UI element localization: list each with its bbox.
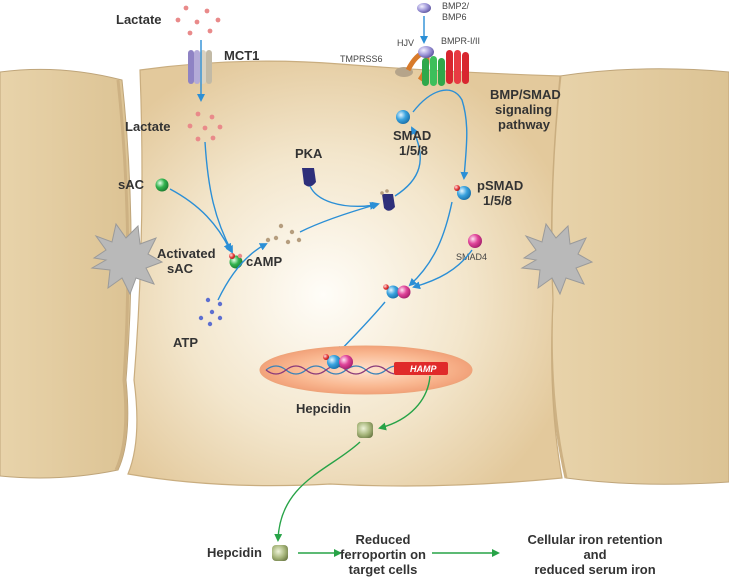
bmpr-label: BMPR-I/II xyxy=(441,36,480,46)
mct1-transporter-icon xyxy=(188,50,212,84)
right-star-shape xyxy=(520,222,594,296)
extracellular-lactate-dots xyxy=(175,5,221,36)
atp-dots xyxy=(198,297,223,327)
camp-dots xyxy=(265,223,302,245)
smad4-to-complex-arrow xyxy=(412,249,473,290)
hepcidin-secretion-arrow xyxy=(274,441,361,542)
receptor-to-psmad-arrow xyxy=(412,89,469,180)
lactate-extracellular-label: Lactate xyxy=(116,12,162,27)
left-neighbor-cell xyxy=(0,68,132,479)
sac-activation-arrow xyxy=(169,188,232,252)
pka-inactive-icon xyxy=(302,168,316,187)
pka-active-icon xyxy=(380,189,395,211)
pathway-label-line1: BMP/SMAD xyxy=(490,87,561,102)
activated-sac-label-line1: Activated xyxy=(157,246,216,261)
bmp-ligand-icon xyxy=(417,3,431,13)
camp-label: cAMP xyxy=(246,254,282,269)
bmp-label-line2: BMP6 xyxy=(442,12,467,22)
activated-sac-label-line2: sAC xyxy=(167,261,194,276)
pathway-label-line3: pathway xyxy=(498,117,551,132)
hamp-to-hepcidin-arrow xyxy=(378,375,431,431)
sac-molecule xyxy=(155,178,169,192)
pka-label: PKA xyxy=(295,146,323,161)
smad-label-line2: 1/5/8 xyxy=(399,143,428,158)
atp-to-camp-arrow xyxy=(217,243,268,301)
smad-label-line1: SMAD xyxy=(393,128,431,143)
psmad-to-complex-arrow xyxy=(408,201,453,287)
left-cell-edge xyxy=(114,79,130,471)
pathway-label-line2: signaling xyxy=(495,102,552,117)
smad-molecule xyxy=(396,110,410,124)
iron-retention-line2: and xyxy=(583,547,606,562)
hjv-label: HJV xyxy=(397,38,414,48)
hepatocyte-cell xyxy=(127,60,563,487)
hepcidin-intracellular-icon xyxy=(357,422,373,438)
bmp-label-line1: BMP2/ xyxy=(442,1,470,11)
psmad-label-line2: 1/5/8 xyxy=(483,193,512,208)
smad4-molecule xyxy=(468,234,482,248)
reduced-ferroportin-line2: ferroportin on xyxy=(340,547,426,562)
hepcidin-extracellular-label: Hepcidin xyxy=(207,545,262,560)
hepcidin-intracellular-label: Hepcidin xyxy=(296,401,351,416)
iron-retention-line1: Cellular iron retention xyxy=(527,532,662,547)
lactate-to-sac-arrow xyxy=(204,141,233,254)
hamp-gene xyxy=(394,362,448,375)
sac-label: sAC xyxy=(118,177,145,192)
bmp-receptor-complex-icon xyxy=(395,46,469,86)
psmad-label-line1: pSMAD xyxy=(477,178,523,193)
reduced-ferroportin-line1: Reduced xyxy=(356,532,411,547)
hamp-label: HAMP xyxy=(410,364,437,374)
lactate-intracellular-label: Lactate xyxy=(125,119,171,134)
hepcidin-extracellular-icon xyxy=(272,545,288,561)
pka-to-smad-arrow xyxy=(394,126,421,197)
mct1-label: MCT1 xyxy=(224,48,259,63)
pka-activation-arrow xyxy=(309,185,378,210)
left-star-shape xyxy=(90,222,164,296)
smad-complex-nucleus xyxy=(323,354,353,369)
iron-retention-line3: reduced serum iron xyxy=(534,562,655,577)
reduced-ferroportin-line3: target cells xyxy=(349,562,418,577)
atp-label: ATP xyxy=(173,335,198,350)
intracellular-lactate-dots xyxy=(187,111,223,142)
smad-complex-cytoplasm xyxy=(383,284,411,299)
smad4-label: SMAD4 xyxy=(456,252,487,262)
psmad-molecule xyxy=(454,185,471,200)
tmprss6-label: TMPRSS6 xyxy=(340,54,383,64)
